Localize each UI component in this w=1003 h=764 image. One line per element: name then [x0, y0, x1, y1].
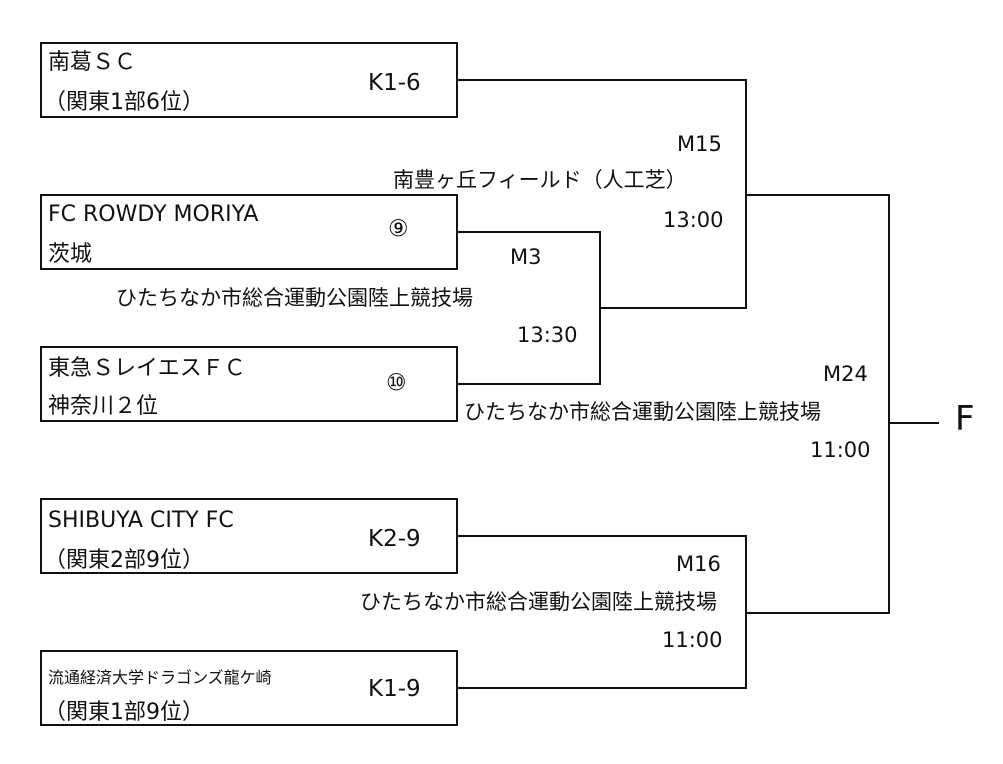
match-time-m3: 13:30 [517, 323, 578, 347]
team-seed: K1-9 [368, 676, 421, 702]
match-code-m24: M24 [823, 362, 868, 386]
team-name: 流通経済大学ドラゴンズ龍ケ崎 [48, 668, 272, 687]
match-venue-m16: ひたちなか市総合運動公園陸上競技場 [360, 590, 717, 614]
match-venue-m15: 南豊ヶ丘フィールド（人工芝） [393, 168, 687, 192]
team-name: SHIBUYA CITY FC [48, 508, 234, 533]
team-seed: ⑨ [388, 216, 409, 242]
team-seed: ⑩ [386, 370, 407, 396]
team-box-4: SHIBUYA CITY FC K2-9 （関東2部9位） [40, 498, 458, 574]
match-code-m3: M3 [510, 245, 542, 269]
team-sub: （関東2部9位） [44, 548, 204, 573]
bracket-line [456, 383, 601, 385]
team-name: 東急ＳレイエスＦＣ [48, 356, 246, 381]
bracket-line [456, 687, 747, 689]
team-sub: （関東1部6位） [44, 90, 204, 115]
bracket-line [456, 231, 601, 233]
match-code-m15: M15 [677, 132, 722, 156]
match-time-m16: 11:00 [662, 628, 723, 652]
team-name: 南葛ＳＣ [48, 50, 137, 75]
bracket-line [745, 194, 890, 196]
team-box-1: 南葛ＳＣ K1-6 （関東1部6位） [40, 42, 458, 118]
team-box-3: 東急ＳレイエスＦＣ ⑩ 神奈川２位 [40, 346, 458, 422]
match-time-m15: 13:00 [663, 208, 724, 232]
bracket-line [456, 79, 747, 81]
team-seed: K2-9 [368, 526, 421, 552]
bracket-line [745, 612, 890, 614]
bracket-line [456, 535, 747, 537]
match-code-m16: M16 [676, 552, 721, 576]
bracket-line [599, 307, 747, 309]
team-sub: （関東1部9位） [44, 700, 204, 725]
bracket-line [888, 194, 890, 614]
match-time-m24: 11:00 [810, 438, 871, 462]
team-sub: 茨城 [48, 242, 93, 267]
bracket-line [888, 422, 939, 424]
team-box-2: FC ROWDY MORIYA ⑨ 茨城 [40, 194, 458, 270]
match-venue-m24: ひたちなか市総合運動公園陸上競技場 [464, 400, 821, 424]
match-venue-m3: ひたちなか市総合運動公園陸上競技場 [116, 286, 473, 310]
final-label: F [955, 399, 975, 439]
team-seed: K1-6 [368, 70, 421, 96]
team-sub: 神奈川２位 [48, 394, 159, 419]
team-box-5: 流通経済大学ドラゴンズ龍ケ崎 K1-9 （関東1部9位） [40, 650, 458, 726]
team-name: FC ROWDY MORIYA [48, 202, 259, 227]
